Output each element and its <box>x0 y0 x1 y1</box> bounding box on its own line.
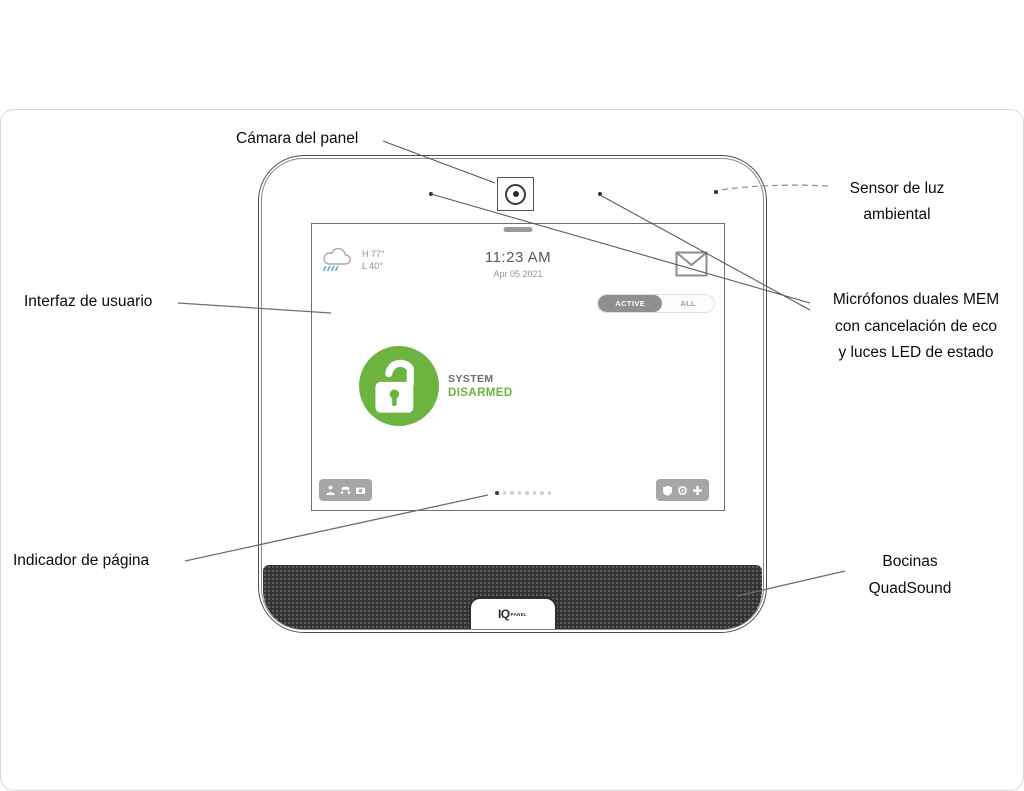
disarmed-lock-icon <box>359 346 439 426</box>
iq-panel-device: H 77° L 40° 11:23 AM Apr 05 2021 ACTIVE … <box>258 155 767 633</box>
iq-panel-logo: IQ PANEL <box>468 597 557 629</box>
clock-time: 11:23 AM <box>484 249 552 266</box>
message-icon[interactable] <box>675 250 708 278</box>
page-dot <box>547 491 551 495</box>
microphones-label-line2: con cancelación de eco <box>834 317 997 335</box>
microphones-label: Micrófonos duales MEM con cancelación de… <box>808 287 1024 367</box>
panel-inner-frame <box>261 158 764 630</box>
camera-shortcut-icon <box>356 487 365 494</box>
page-dot <box>517 491 521 495</box>
microphone-right-dot <box>598 192 602 196</box>
logo-text: IQ <box>497 607 510 621</box>
camera-lens-icon <box>505 183 526 205</box>
speakers-label-line2: QuadSound <box>868 580 952 597</box>
shield-icon <box>663 485 672 496</box>
weather-high: H 77° <box>362 249 385 259</box>
light-sensor-label-line2: ambiental <box>863 206 931 223</box>
page-dot <box>510 491 514 495</box>
weather-widget[interactable]: H 77° L 40° <box>319 244 385 276</box>
microphones-label-line3: y luces LED de estado <box>838 344 994 361</box>
touchscreen[interactable]: H 77° L 40° 11:23 AM Apr 05 2021 ACTIVE … <box>311 223 725 511</box>
status-label: SYSTEM <box>448 373 494 385</box>
quadsound-speaker-grille: IQ PANEL <box>263 565 762 629</box>
page-dot <box>532 491 536 495</box>
emergency-person-icon <box>326 485 335 495</box>
light-sensor-label-line1: Sensor de luz <box>849 180 945 197</box>
weather-low: L 40° <box>362 261 383 271</box>
microphone-left-dot <box>429 192 433 196</box>
screen-notch-bar <box>503 227 533 232</box>
active-filter-button[interactable]: ACTIVE <box>598 295 663 312</box>
page-indicator-label: Indicador de página <box>13 552 150 569</box>
page-dot <box>525 491 529 495</box>
phone-icon <box>340 486 351 494</box>
microphones-label-line1: Micrófonos duales MEM <box>832 291 1000 308</box>
light-sensor-dot <box>714 190 718 194</box>
all-filter-button[interactable]: ALL <box>680 299 697 308</box>
user-interface-label: Interfaz de usuario <box>24 293 153 310</box>
plus-icon <box>693 485 702 495</box>
page-dot <box>495 491 499 495</box>
logo-subtext: PANEL <box>510 611 528 617</box>
status-value: DISARMED <box>448 387 513 399</box>
page-dot <box>502 491 506 495</box>
page-dot <box>540 491 544 495</box>
system-status[interactable]: SYSTEM DISARMED <box>358 345 513 427</box>
panel-camera <box>497 177 534 211</box>
weather-rain-icon <box>322 247 351 272</box>
speakers-label: Bocinas QuadSound <box>851 548 969 602</box>
speakers-label-line1: Bocinas <box>882 553 938 570</box>
zone-filter: ACTIVE ALL <box>597 294 715 313</box>
quick-access-right-buttons[interactable] <box>656 479 709 501</box>
camera-label: Cámara del panel <box>236 130 359 147</box>
clock-widget: 11:23 AM Apr 05 2021 <box>312 249 724 279</box>
quick-access-left-buttons[interactable] <box>319 479 372 501</box>
light-sensor-label: Sensor de luz ambiental <box>818 176 976 228</box>
page-dots[interactable] <box>495 491 551 495</box>
fire-icon <box>678 485 687 495</box>
clock-date: Apr 05 2021 <box>493 269 543 279</box>
